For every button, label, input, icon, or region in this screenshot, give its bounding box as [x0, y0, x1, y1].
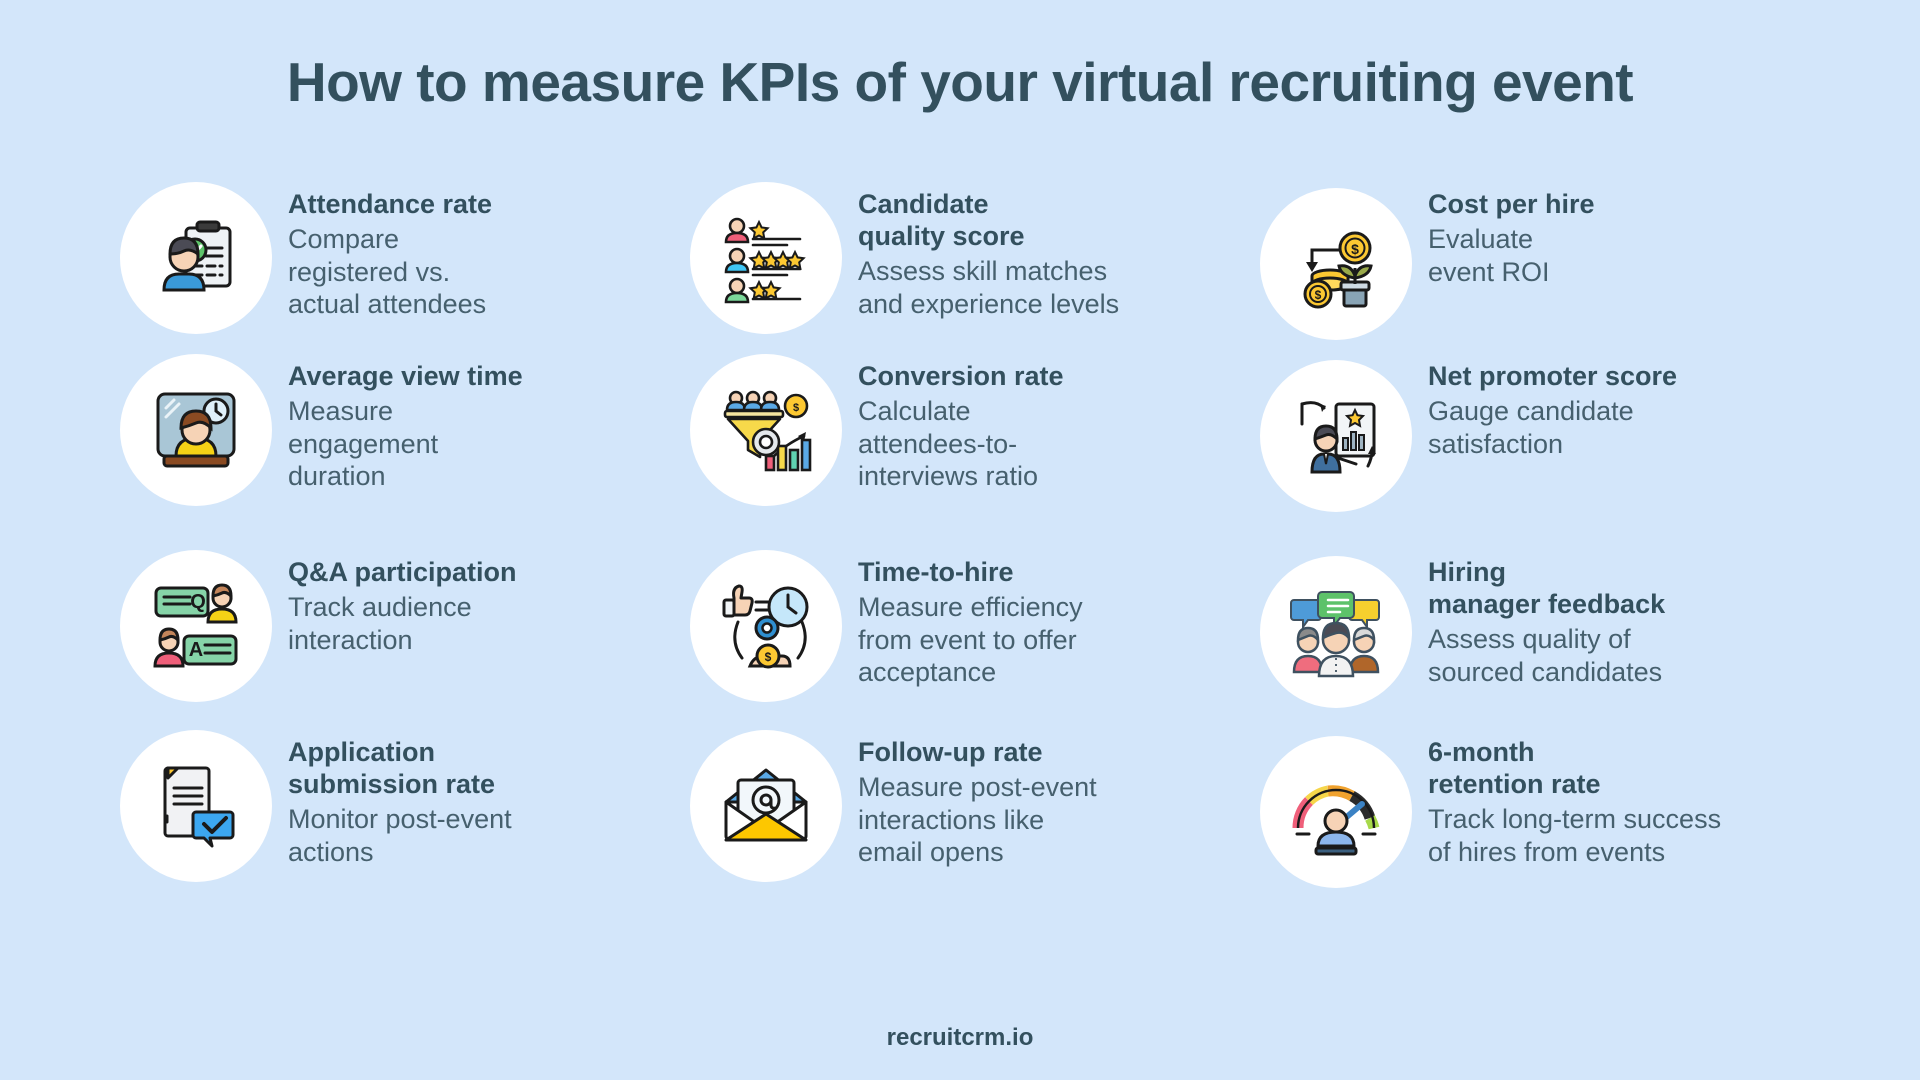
kpi-card: Net promoter score Gauge candidate satis… [1260, 350, 1820, 546]
kpi-title: Follow-up rate [858, 737, 1043, 767]
gauge-meter-person-icon [1260, 736, 1412, 888]
clipboard-check-person-icon [120, 182, 272, 334]
thumbsup-clock-gear-icon: $ [690, 550, 842, 702]
people-speech-bubbles-icon [1260, 556, 1412, 708]
kpi-card: $ Conversion rate Calculate attendees-to… [690, 350, 1260, 546]
kpi-description: Assess skill matches and experience leve… [858, 256, 1120, 319]
kpi-card: Candidate quality score Assess skill mat… [690, 178, 1260, 350]
svg-text:Q: Q [190, 591, 206, 613]
kpi-description: Gauge candidate satisfaction [1428, 396, 1634, 459]
kpi-card: Hiring manager feedback Assess quality o… [1260, 546, 1820, 726]
kpi-card: $ $ Cost per hire Evaluate event ROI [1260, 178, 1820, 350]
kpi-card: Q A Q&A participation Track audience int… [120, 546, 690, 726]
kpi-title: Time-to-hire [858, 557, 1014, 587]
brand-footer: recruitcrm.io [886, 1024, 1034, 1051]
kpi-title: Attendance rate [288, 189, 493, 219]
kpi-title: 6-month retention rate [1428, 737, 1601, 800]
kpi-description: Measure post-event interactions like ema… [858, 772, 1097, 867]
kpi-text: Candidate quality score Assess skill mat… [858, 178, 1119, 320]
candidate-star-rating-icon [690, 182, 842, 334]
funnel-gear-chart-icon: $ [690, 354, 842, 506]
kpi-grid: Attendance rate Compare registered vs. a… [120, 178, 1820, 916]
qa-chat-bubbles-icon: Q A [120, 550, 272, 702]
kpi-description: Track audience interaction [288, 592, 472, 655]
email-envelope-at-icon [690, 730, 842, 882]
kpi-title: Hiring manager feedback [1428, 557, 1666, 620]
kpi-text: Hiring manager feedback Assess quality o… [1428, 546, 1665, 688]
kpi-title: Candidate quality score [858, 189, 1025, 252]
kpi-description: Assess quality of sourced candidates [1428, 624, 1663, 687]
kpi-text: Follow-up rate Measure post-event intera… [858, 726, 1097, 868]
kpi-description: Measure efficiency from event to offer a… [858, 592, 1083, 687]
kpi-card: Follow-up rate Measure post-event intera… [690, 726, 1260, 916]
kpi-text: 6-month retention rate Track long-term s… [1428, 726, 1721, 868]
kpi-text: Average view time Measure engagement dur… [288, 350, 523, 492]
kpi-description: Calculate attendees-to- interviews ratio [858, 396, 1039, 491]
svg-text:$: $ [793, 402, 799, 414]
kpi-text: Cost per hire Evaluate event ROI [1428, 178, 1595, 288]
kpi-text: Attendance rate Compare registered vs. a… [288, 178, 492, 320]
kpi-title: Average view time [288, 361, 523, 391]
kpi-title: Cost per hire [1428, 189, 1595, 219]
kpi-description: Measure engagement duration [288, 396, 439, 491]
kpi-card: Attendance rate Compare registered vs. a… [120, 178, 690, 350]
document-check-icon [120, 730, 272, 882]
svg-text:$: $ [765, 650, 772, 664]
kpi-card: Application submission rate Monitor post… [120, 726, 690, 916]
svg-text:A: A [189, 639, 203, 661]
kpi-text: Q&A participation Track audience interac… [288, 546, 517, 656]
kpi-card: Average view time Measure engagement dur… [120, 350, 690, 546]
kpi-title: Application submission rate [288, 737, 496, 800]
kpi-text: Time-to-hire Measure efficiency from eve… [858, 546, 1083, 688]
kpi-title: Conversion rate [858, 361, 1064, 391]
kpi-text: Net promoter score Gauge candidate satis… [1428, 350, 1677, 460]
svg-text:$: $ [1351, 241, 1359, 257]
svg-text:$: $ [1315, 288, 1322, 302]
coins-money-plant-icon: $ $ [1260, 188, 1412, 340]
kpi-card: 6-month retention rate Track long-term s… [1260, 726, 1820, 916]
kpi-title: Net promoter score [1428, 361, 1678, 391]
kpi-card: $ Time-to-hire Measure efficiency from e… [690, 546, 1260, 726]
page-title: How to measure KPIs of your virtual recr… [286, 51, 1634, 113]
kpi-description: Compare registered vs. actual attendees [288, 224, 487, 319]
kpi-title: Q&A participation [288, 557, 517, 587]
kpi-text: Application submission rate Monitor post… [288, 726, 512, 868]
screen-viewer-clock-icon [120, 354, 272, 506]
kpi-text: Conversion rate Calculate attendees-to- … [858, 350, 1064, 492]
presenter-chart-star-icon [1260, 360, 1412, 512]
kpi-description: Evaluate event ROI [1428, 224, 1550, 287]
kpi-description: Monitor post-event actions [288, 804, 512, 867]
kpi-description: Track long-term success of hires from ev… [1428, 804, 1722, 867]
